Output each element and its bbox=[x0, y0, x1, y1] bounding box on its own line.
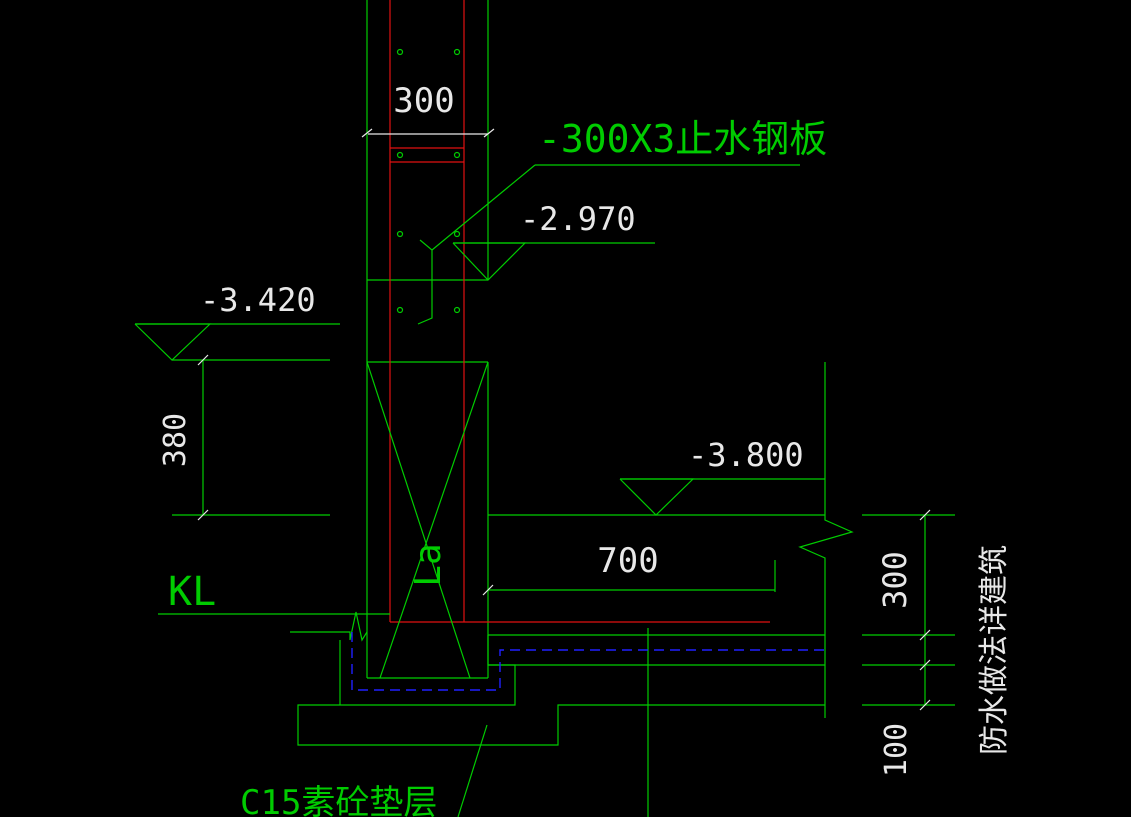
steel-plate-label: -300X3止水钢板 bbox=[538, 117, 827, 161]
waterproof-dashed-line bbox=[351, 632, 825, 691]
foundation-outline bbox=[290, 611, 825, 817]
rebar-lines bbox=[389, 0, 770, 623]
dim-380-label: 380 bbox=[158, 413, 193, 467]
rebar-dots bbox=[396, 48, 461, 314]
cushion-leader bbox=[457, 724, 488, 817]
dim-700-label: 700 bbox=[597, 541, 658, 581]
elevation-2970-label: -2.970 bbox=[520, 200, 636, 238]
dim-300-top-label: 300 bbox=[393, 81, 454, 121]
beam-section-cross bbox=[366, 361, 489, 679]
elevation-3420-label: -3.420 bbox=[200, 281, 316, 319]
elevation-3800-label: -3.800 bbox=[688, 436, 804, 474]
elevation-marker-3420 bbox=[134, 323, 340, 361]
slab-lines bbox=[488, 362, 854, 718]
la-label: La bbox=[408, 543, 449, 586]
dimension-380 bbox=[172, 354, 330, 521]
cushion-label: C15素砼垫层 bbox=[240, 783, 437, 817]
elevation-marker-2970 bbox=[452, 242, 655, 281]
dim-300-right-label: 300 bbox=[876, 551, 914, 609]
steel-plate-detail bbox=[361, 128, 800, 325]
wall-outline bbox=[366, 0, 489, 679]
kl-label: KL bbox=[168, 569, 216, 615]
dimension-700 bbox=[482, 560, 776, 596]
elevation-marker-3800 bbox=[619, 478, 825, 516]
dimension-chain-right bbox=[862, 509, 955, 711]
waterproof-note: 防水做法详建筑 bbox=[977, 545, 1012, 755]
dim-100-label: 100 bbox=[879, 723, 914, 777]
